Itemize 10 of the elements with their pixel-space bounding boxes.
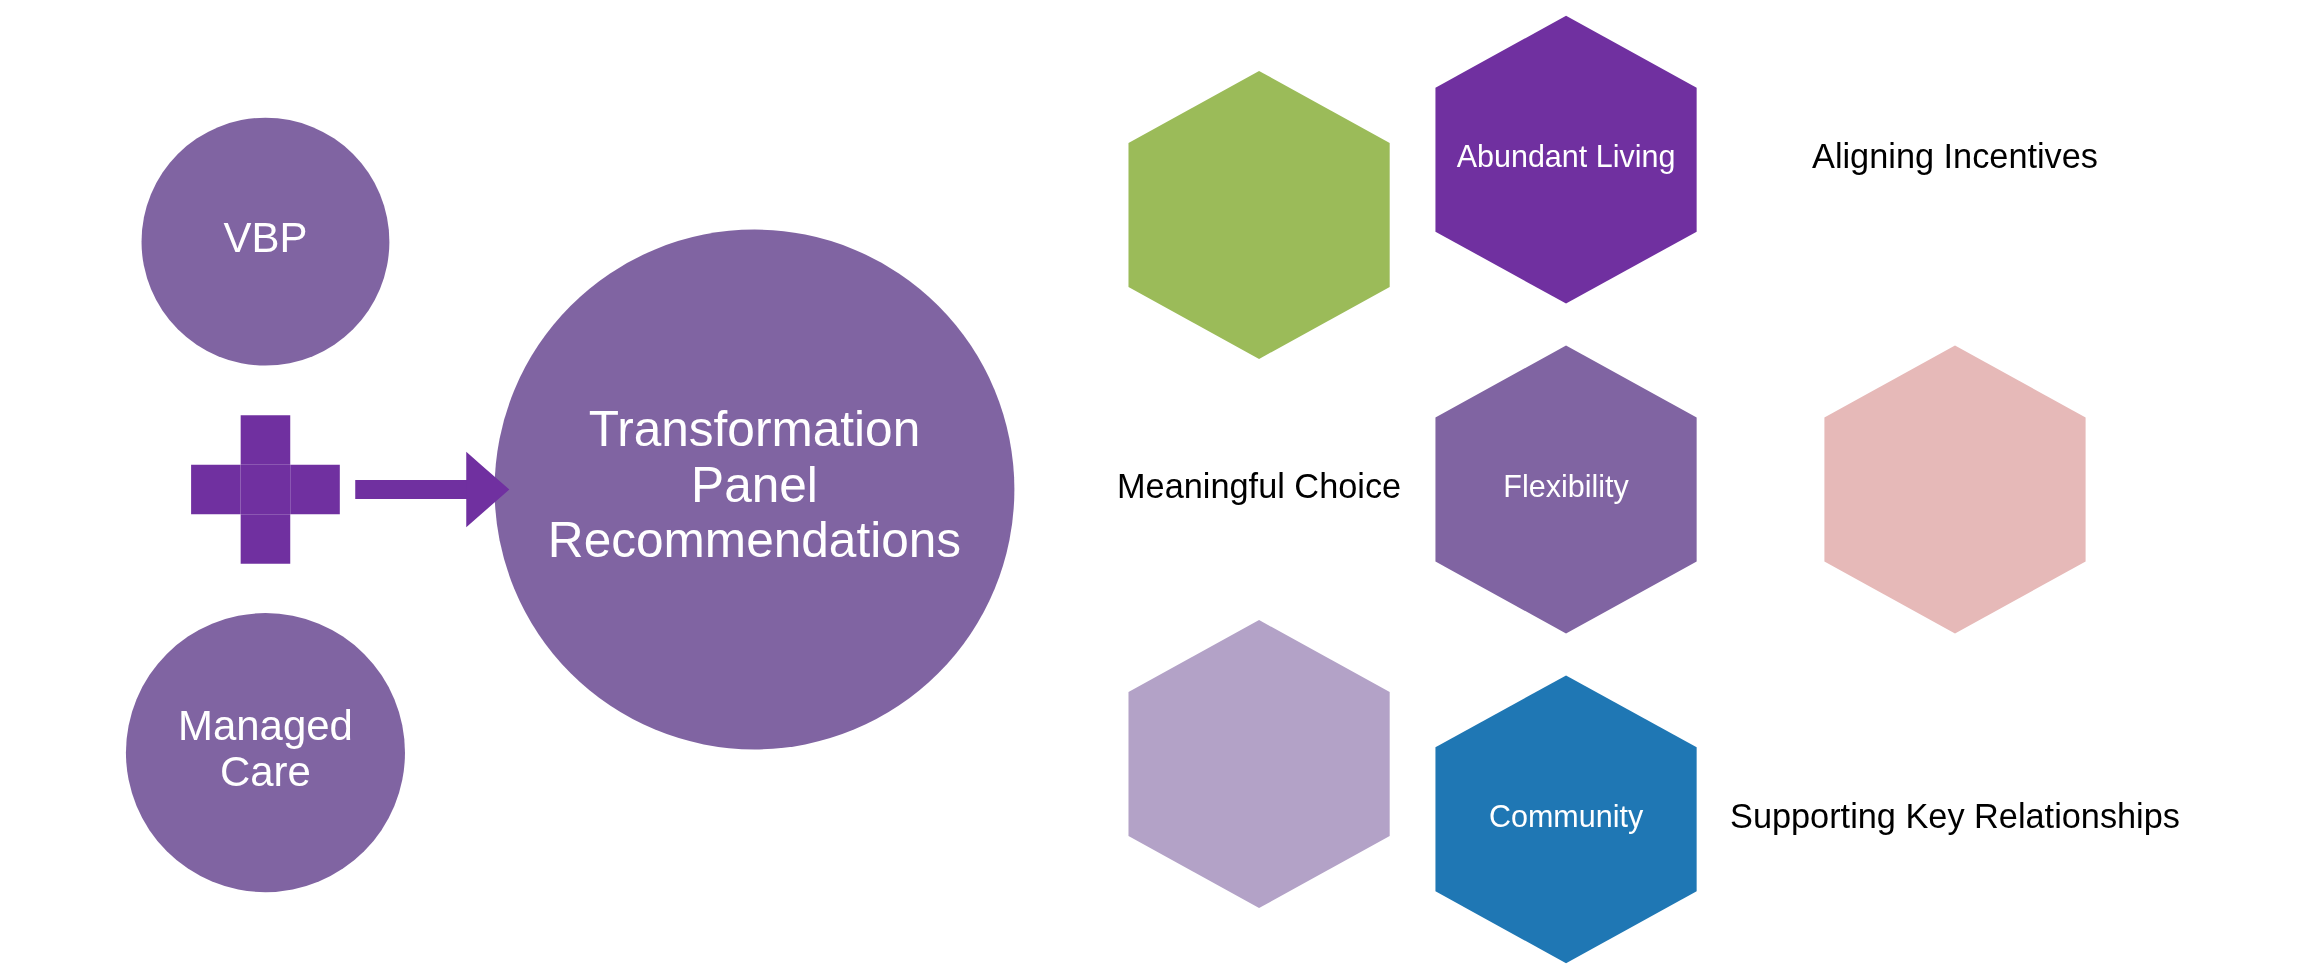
node-hexagon xyxy=(1824,345,2086,634)
node-label: Meaningful Choice xyxy=(1117,466,1402,505)
node-label: Aligning Incentives xyxy=(1812,137,2098,176)
node-label: Supporting Key Relationships xyxy=(1730,796,2180,835)
node-hexagon xyxy=(1128,71,1390,359)
arrow xyxy=(355,451,510,528)
node-circle: Managed Care xyxy=(125,613,405,893)
node-circle: VBP xyxy=(141,117,390,366)
node-hexagon xyxy=(1128,620,1390,908)
node-circle: Transformation Panel Recommendations xyxy=(494,229,1015,750)
